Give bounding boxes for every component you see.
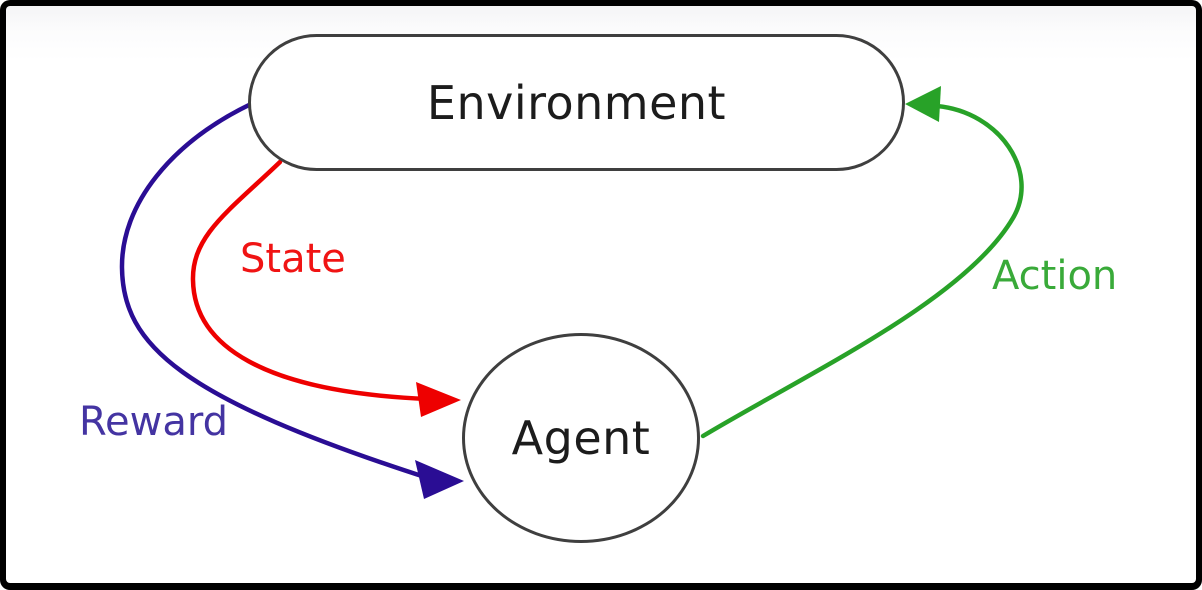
node-environment: Environment: [248, 34, 905, 171]
node-agent-label: Agent: [511, 411, 651, 465]
node-agent: Agent: [462, 333, 700, 543]
state-edge-label: State: [240, 236, 346, 282]
reward-edge-label: Reward: [79, 399, 228, 445]
node-environment-label: Environment: [426, 75, 727, 130]
action-edge-label: Action: [992, 253, 1118, 299]
